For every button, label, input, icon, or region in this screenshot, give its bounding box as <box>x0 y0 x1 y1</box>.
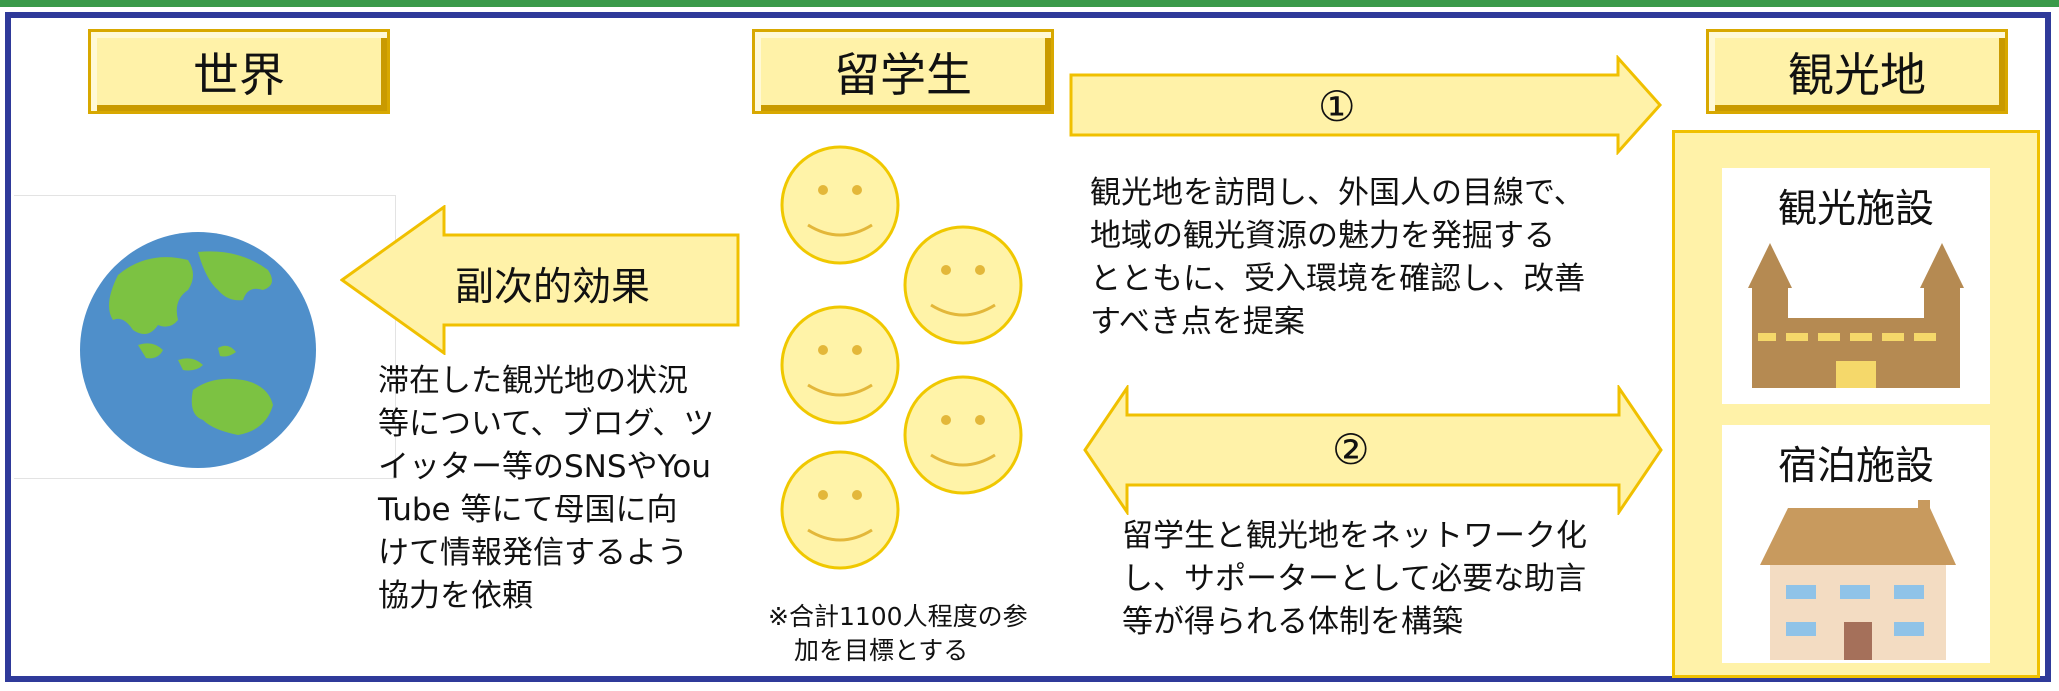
facility-card-lodging: 宿泊施設 <box>1722 425 1990 663</box>
participants-note: ※合計1100人程度の参 加を目標とする <box>768 602 1028 665</box>
facility-tourism-title: 観光施設 <box>1777 187 1934 232</box>
secondary-effect-label: 副次的効果 <box>455 265 651 310</box>
arrow-1-right <box>1069 55 1663 155</box>
arrow-2-label: ② <box>1332 425 1370 474</box>
visit-description: 観光地を訪問し、外国人の目線で、 地域の観光資源の魅力を発掘する とともに、受入… <box>1090 175 1586 340</box>
facility-lodging-title: 宿泊施設 <box>1777 444 1934 489</box>
house-icon <box>1760 500 1956 660</box>
outer-frame <box>5 12 2051 682</box>
header-students-label: 留学生 <box>834 47 972 102</box>
header-world: 世界 <box>88 29 390 114</box>
header-students: 留学生 <box>752 29 1054 114</box>
facility-card-tourism: 観光施設 <box>1722 168 1990 404</box>
header-sightseeing-label: 観光地 <box>1788 47 1926 102</box>
castle-icon <box>1748 243 1964 388</box>
student-smileys <box>780 145 1023 570</box>
arrow-1-label: ① <box>1318 82 1356 131</box>
globe-icon <box>80 232 316 468</box>
world-description: 滞在した観光地の状況 等について、ブログ、ツ イッター等のSNSやYou Tub… <box>378 363 715 614</box>
top-accent-bar <box>0 0 2059 7</box>
network-description: 留学生と観光地をネットワーク化 し、サポーターとして必要な助言 等が得られる体制… <box>1122 518 1587 640</box>
secondary-effect-arrow <box>340 205 740 355</box>
header-sightseeing: 観光地 <box>1706 29 2008 114</box>
smiley-face-icon <box>780 145 1023 570</box>
header-world-label: 世界 <box>193 47 285 102</box>
arrow-2-bidirectional <box>1083 385 1663 515</box>
